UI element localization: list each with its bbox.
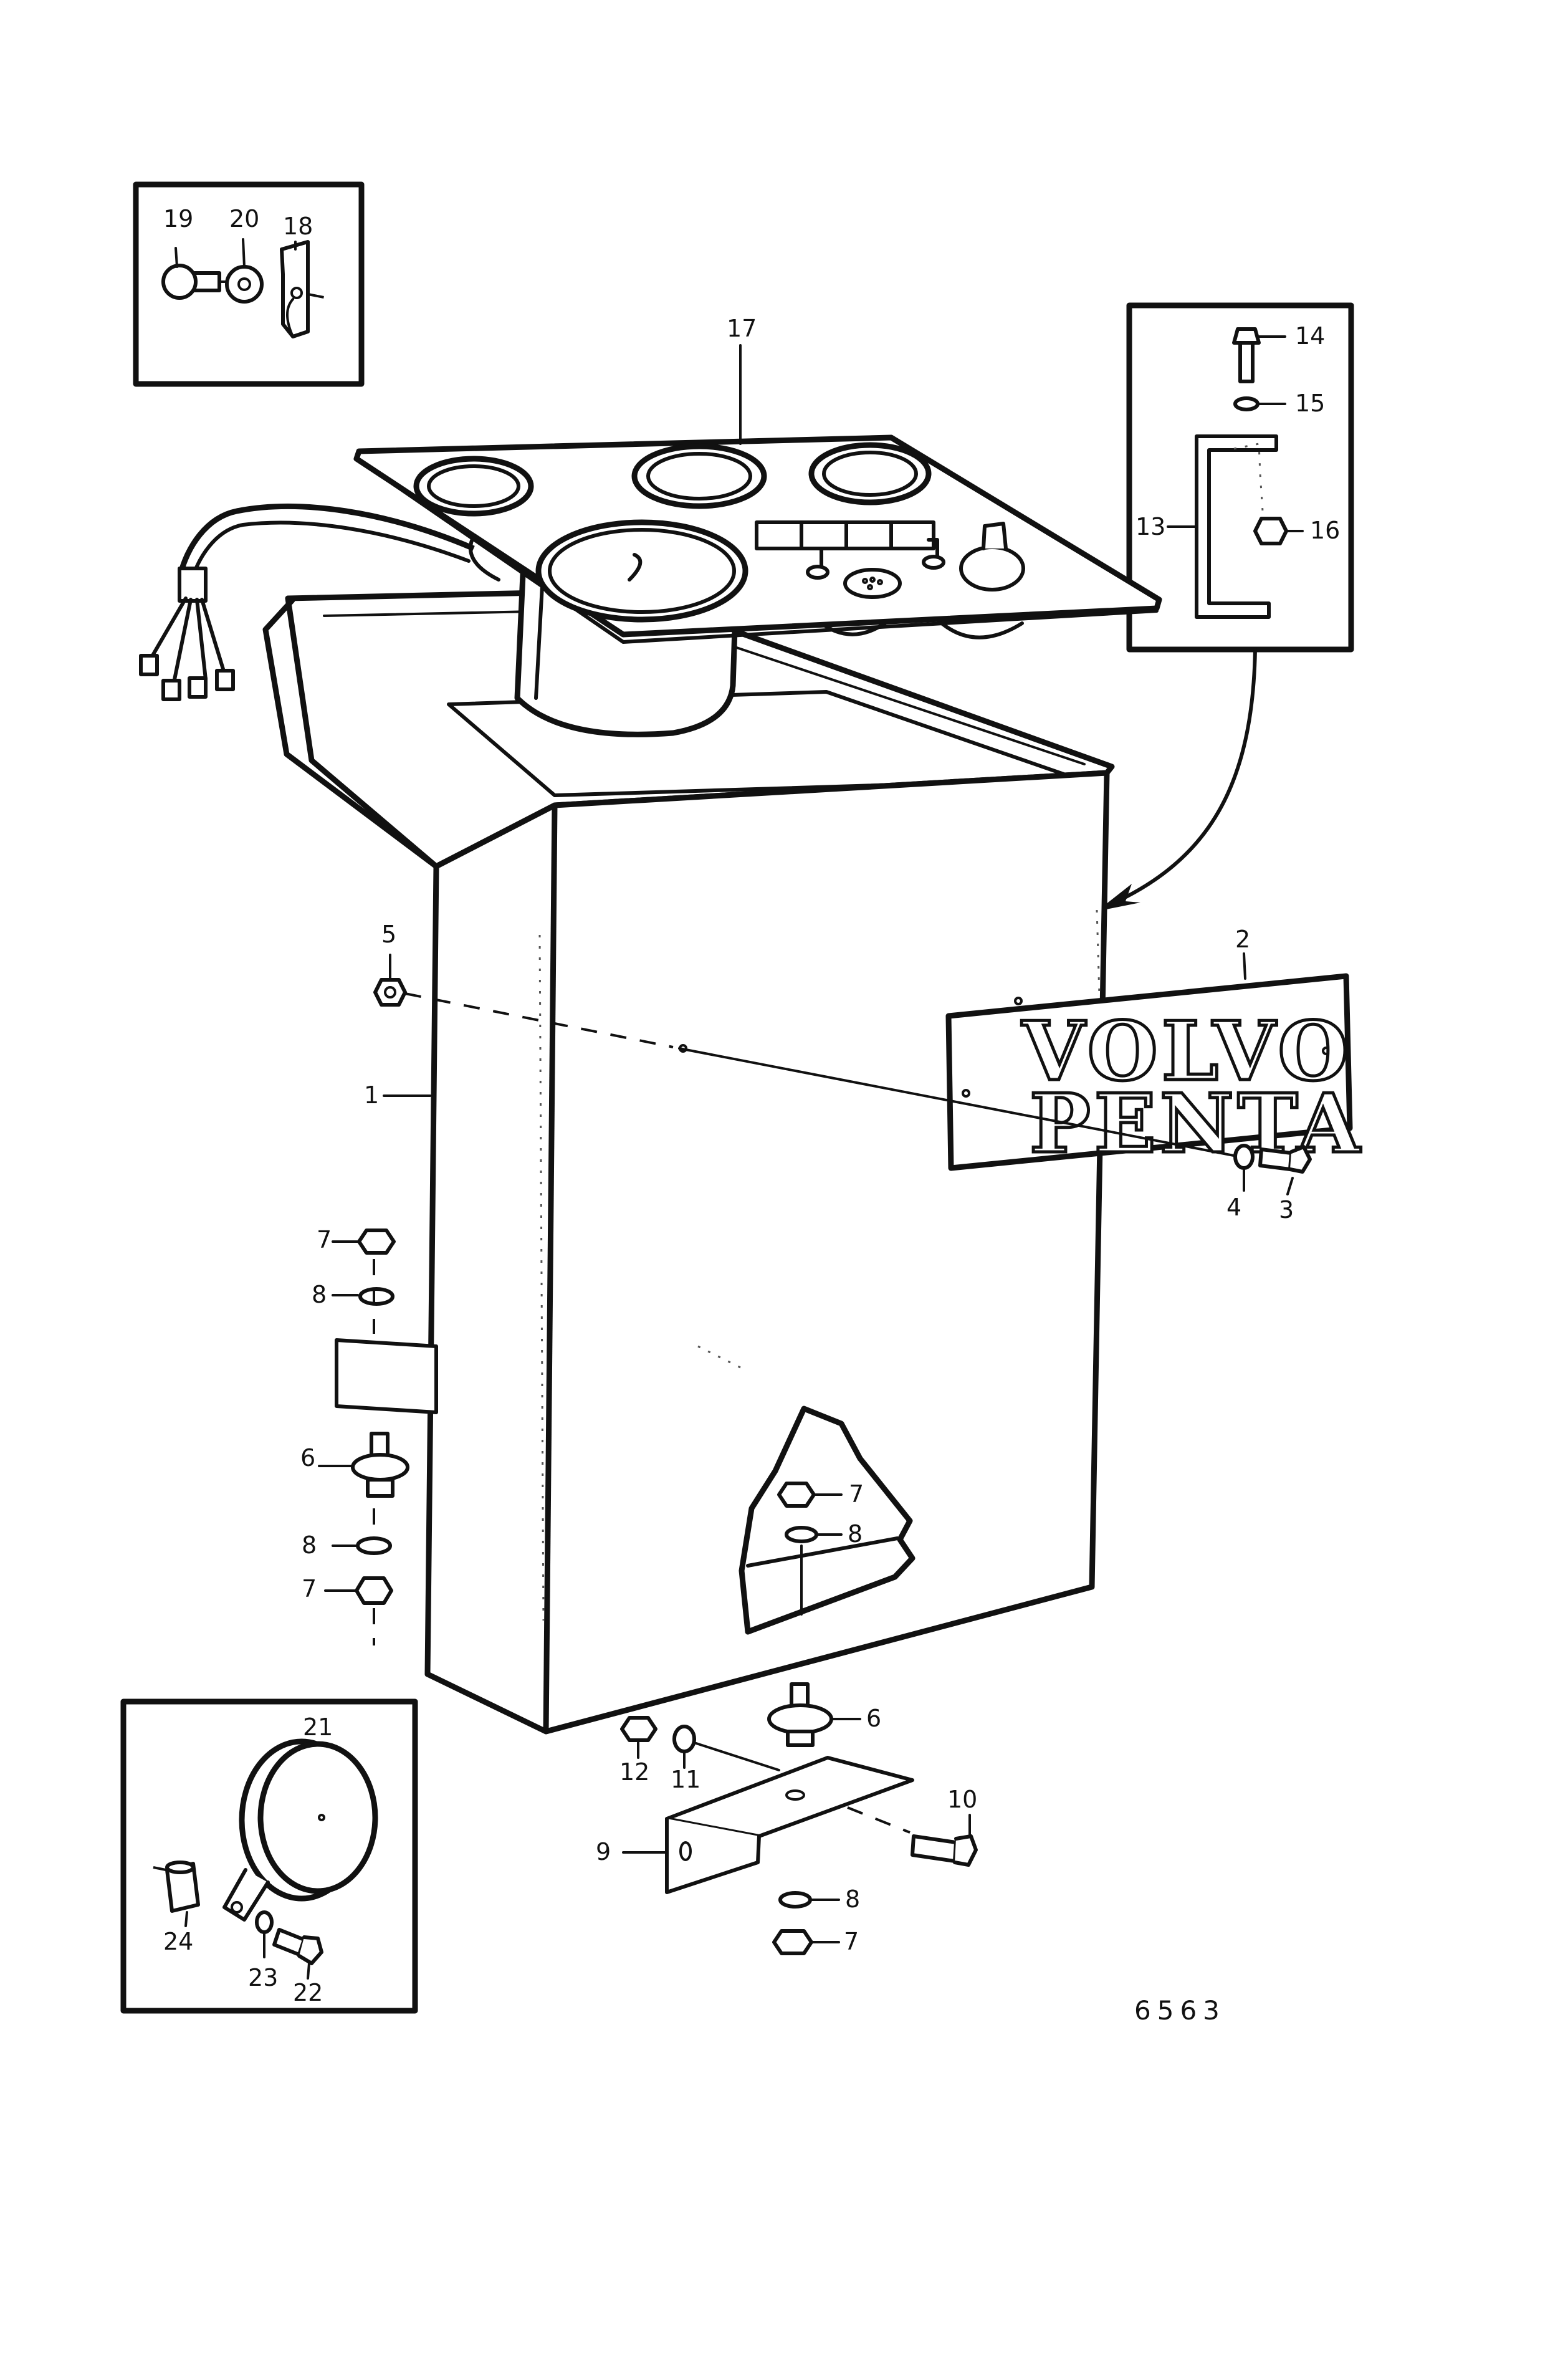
- bolt-10: [911, 1834, 978, 1867]
- nut-7-inside: [777, 1482, 816, 1508]
- rubber-mount-6-bottom: [767, 1682, 833, 1747]
- nut-7-upper-left: [357, 1228, 396, 1255]
- reference-arrowhead: [1097, 884, 1140, 911]
- horn-21: [222, 1738, 378, 1922]
- label-7-inside: 7: [849, 1480, 864, 1508]
- label-14: 14: [1295, 322, 1325, 350]
- washer-8-inside: [785, 1526, 818, 1543]
- side-mount-bracket: [335, 1338, 438, 1414]
- nut-7-lower-left: [355, 1576, 393, 1605]
- nameplate-volvo-text: VOLVO: [1021, 1003, 1352, 1099]
- label-24: 24: [163, 1928, 193, 1955]
- nut-7-bottom: [772, 1929, 813, 1955]
- label-6-bottom: 6: [866, 1705, 881, 1732]
- nut-5: [373, 978, 407, 1007]
- washer-8-upper-left: [358, 1287, 394, 1306]
- washer-4: [1233, 1144, 1255, 1170]
- washer-8-lower-left: [356, 1536, 392, 1555]
- nut-12: [620, 1716, 657, 1742]
- bolt-14: [1232, 327, 1261, 383]
- label-13: 13: [1135, 513, 1165, 540]
- label-12: 12: [619, 1758, 649, 1786]
- cabinet-housing-1: [262, 588, 1115, 1735]
- screw-19: [161, 264, 232, 300]
- bracket-13: [1195, 434, 1278, 619]
- inset-horn: [120, 1698, 418, 2014]
- label-8-bottom: 8: [845, 1885, 860, 1913]
- nut-5-guide-line: [404, 992, 674, 1048]
- washer-8-bottom: [778, 1891, 812, 1909]
- cabinet-cutaway: [739, 1406, 915, 1635]
- reference-arrow-line: [1107, 648, 1257, 907]
- label-8-inside: 8: [848, 1520, 863, 1548]
- label-9: 9: [596, 1838, 611, 1866]
- label-16: 16: [1310, 517, 1340, 544]
- mounting-bracket-9: [665, 1756, 914, 1894]
- label-4: 4: [1226, 1194, 1241, 1221]
- label-5: 5: [381, 921, 396, 948]
- label-18: 18: [283, 213, 313, 240]
- nameplate-penta-text: PENTA: [1030, 1076, 1364, 1171]
- label-10: 10: [947, 1786, 977, 1813]
- washer-11: [672, 1725, 696, 1753]
- label-21: 21: [303, 1713, 333, 1741]
- rubber-mount-6-left: [351, 1432, 409, 1498]
- label-20: 20: [229, 205, 259, 232]
- washer-23: [255, 1910, 274, 1934]
- label-8-upper-left: 8: [312, 1281, 327, 1308]
- label-3: 3: [1279, 1196, 1294, 1224]
- washer-15: [1233, 396, 1260, 411]
- label-8-lower-left: 8: [302, 1531, 317, 1559]
- instrument-panel-17: [139, 434, 1162, 737]
- label-7-bottom: 7: [844, 1928, 859, 1955]
- label-7-upper-left: 7: [317, 1226, 332, 1253]
- screw-3: [1258, 1145, 1312, 1174]
- label-2: 2: [1235, 926, 1250, 953]
- label-23: 23: [248, 1964, 278, 1991]
- washer-20: [225, 265, 264, 304]
- label-7-lower-left: 7: [302, 1575, 317, 1602]
- clip-bracket-18: [280, 240, 334, 338]
- nut-16: [1253, 517, 1288, 545]
- screw-22: [272, 1928, 323, 1965]
- bottom-mount-stack: [620, 1682, 978, 1955]
- nameplate-guide-line: [678, 1047, 1241, 1158]
- drawing-code: 6563: [1134, 1995, 1226, 2026]
- inset-mounting-bracket: [1097, 302, 1354, 911]
- left-mount-stack: [335, 1228, 438, 1645]
- label-17: 17: [727, 315, 757, 342]
- label-22: 22: [293, 1979, 323, 2006]
- label-15: 15: [1295, 390, 1325, 417]
- leader-lines: [174, 238, 1304, 1980]
- label-6-left: 6: [300, 1444, 315, 1472]
- label-19: 19: [163, 205, 193, 232]
- item-labels: 1 2 3 4 5 6 6 7 7 7 7 8 8 8 8 9 10 11 12…: [163, 205, 1340, 2006]
- label-1: 1: [364, 1081, 379, 1109]
- label-11: 11: [671, 1766, 700, 1793]
- inset-bracket-screw: [133, 181, 365, 387]
- spacer-24: [153, 1861, 200, 1913]
